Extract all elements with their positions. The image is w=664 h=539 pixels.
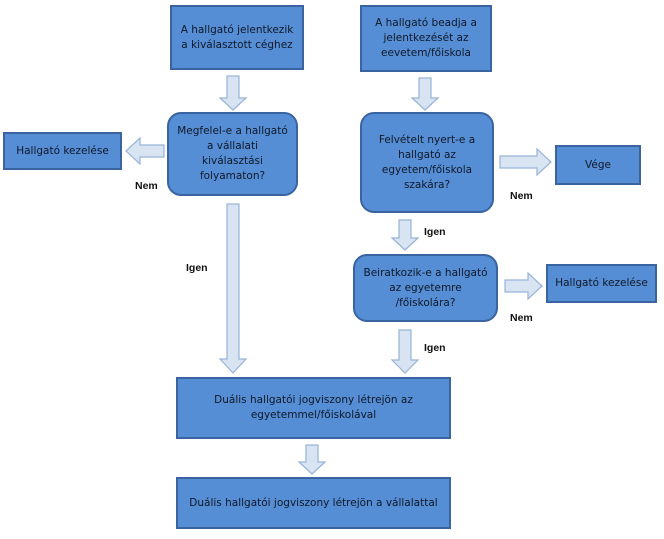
label-no-admitted: Nem bbox=[510, 190, 533, 202]
label-yes-company: Igen bbox=[186, 262, 208, 274]
end-text: Vége bbox=[585, 158, 611, 171]
start-university-text: A hallgató beadja a jelentkezését az eev… bbox=[375, 17, 477, 59]
label-yes-enroll: Igen bbox=[424, 342, 446, 354]
arrow-enroll-to-dual bbox=[390, 329, 420, 374]
label-no-company: Nem bbox=[135, 180, 158, 192]
arrow-enroll-to-handle-student bbox=[504, 271, 543, 301]
start-company-text: A hallgató jelentkezik a kiválasztott cé… bbox=[180, 23, 294, 51]
decision-enroll-text: Beiratkozik-e a hallgató az egyetemre /f… bbox=[363, 266, 488, 309]
decision-enroll-box: Beiratkozik-e a hallgató az egyetemre /f… bbox=[353, 254, 498, 322]
start-university-box: A hallgató beadja a jelentkezését az eev… bbox=[360, 5, 492, 72]
handle-student-box-2: Hallgató kezelése bbox=[546, 264, 657, 303]
arrow-admitted-to-enroll bbox=[390, 219, 420, 251]
dual-company-text: Duális hallgatói jogviszony létrejön a v… bbox=[189, 496, 438, 509]
handle-student-text-1: Hallgató kezelése bbox=[16, 144, 109, 157]
decision-admitted-text: Felvételt nyert-e a hallgató az egyetem/… bbox=[378, 133, 476, 191]
handle-student-text-2: Hallgató kezelése bbox=[555, 277, 648, 289]
arrow-decision-to-handle-student bbox=[125, 136, 165, 166]
arrow-decision-company-to-dual bbox=[218, 203, 248, 374]
end-box: Vége bbox=[555, 145, 641, 185]
handle-student-box-1: Hallgató kezelése bbox=[3, 132, 122, 170]
arrow-start-company-to-decision bbox=[218, 75, 248, 111]
label-no-enroll: Nem bbox=[510, 312, 533, 324]
arrow-admitted-to-end bbox=[499, 147, 552, 177]
arrow-dual-university-to-dual-company bbox=[297, 444, 327, 475]
label-yes-admitted: Igen bbox=[424, 226, 446, 238]
decision-company-text: Megfelel-e a hallgató a vállalati kivála… bbox=[177, 125, 288, 182]
arrow-start-university-to-admitted bbox=[410, 77, 440, 111]
dual-company-box: Duális hallgatói jogviszony létrejön a v… bbox=[176, 477, 451, 529]
dual-university-box: Duális hallgatói jogviszony létrejön az … bbox=[176, 377, 451, 439]
decision-admitted-box: Felvételt nyert-e a hallgató az egyetem/… bbox=[360, 112, 494, 213]
dual-university-text: Duális hallgatói jogviszony létrejön az … bbox=[214, 394, 413, 421]
decision-company-box: Megfelel-e a hallgató a vállalati kivála… bbox=[167, 112, 298, 196]
start-company-box: A hallgató jelentkezik a kiválasztott cé… bbox=[170, 5, 304, 70]
